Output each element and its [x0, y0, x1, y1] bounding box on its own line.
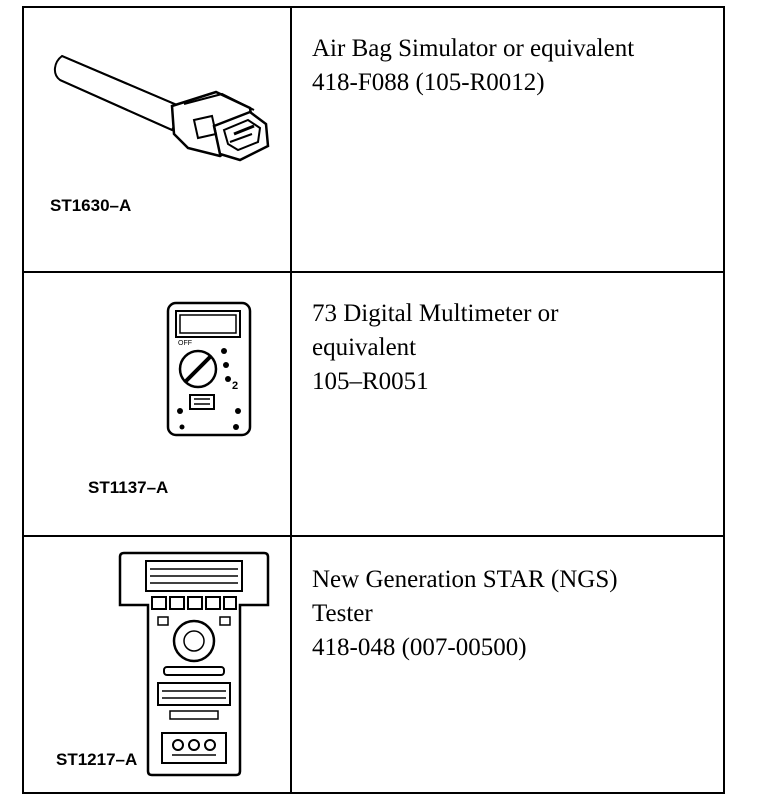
- tool-row-air-bag-simulator: ST1630–A Air Bag Simulator or equivalent…: [24, 8, 723, 273]
- ngs-tester-icon: [118, 551, 270, 777]
- tool-code: ST1217–A: [56, 750, 138, 769]
- tool-code: ST1630–A: [50, 196, 132, 215]
- tool-description: Air Bag Simulator or equivalent 418-F088…: [312, 32, 634, 100]
- svg-text:OFF: OFF: [178, 340, 192, 347]
- tool-code: ST1137–A: [88, 478, 169, 497]
- description-line: New Generation STAR (NGS): [312, 566, 618, 593]
- tool-description-cell: 73 Digital Multimeter or equivalent 105–…: [292, 273, 723, 535]
- tool-description: New Generation STAR (NGS) Tester 418-048…: [312, 563, 618, 665]
- description-line: Air Bag Simulator or equivalent: [312, 35, 635, 62]
- description-line: 73 Digital Multimeter or: [312, 300, 559, 327]
- air-bag-simulator-connector-icon: [54, 54, 270, 162]
- svg-text:2: 2: [232, 380, 238, 392]
- tool-row-ngs-tester: ST1217–A New Generation STAR (NGS) Teste…: [24, 537, 723, 792]
- tool-description-cell: New Generation STAR (NGS) Tester 418-048…: [292, 537, 723, 792]
- tool-illustration-cell: OFF 2 ST1137–A: [24, 273, 292, 535]
- digital-multimeter-icon: OFF 2: [166, 301, 252, 437]
- description-line: equivalent: [312, 334, 417, 361]
- special-tools-table: ST1630–A Air Bag Simulator or equivalent…: [22, 6, 725, 794]
- description-line: 418-F088 (105-R0012): [312, 69, 545, 96]
- tool-row-digital-multimeter: OFF 2 ST1137–A 73 Digital Multimeter or …: [24, 273, 723, 537]
- description-line: 418-048 (007-00500): [312, 634, 527, 661]
- description-line: Tester: [312, 600, 373, 627]
- description-line: 105–R0051: [312, 368, 429, 395]
- tool-illustration-cell: ST1217–A: [24, 537, 292, 792]
- tool-description-cell: Air Bag Simulator or equivalent 418-F088…: [292, 8, 723, 271]
- tool-description: 73 Digital Multimeter or equivalent 105–…: [312, 297, 558, 399]
- tool-illustration-cell: ST1630–A: [24, 8, 292, 271]
